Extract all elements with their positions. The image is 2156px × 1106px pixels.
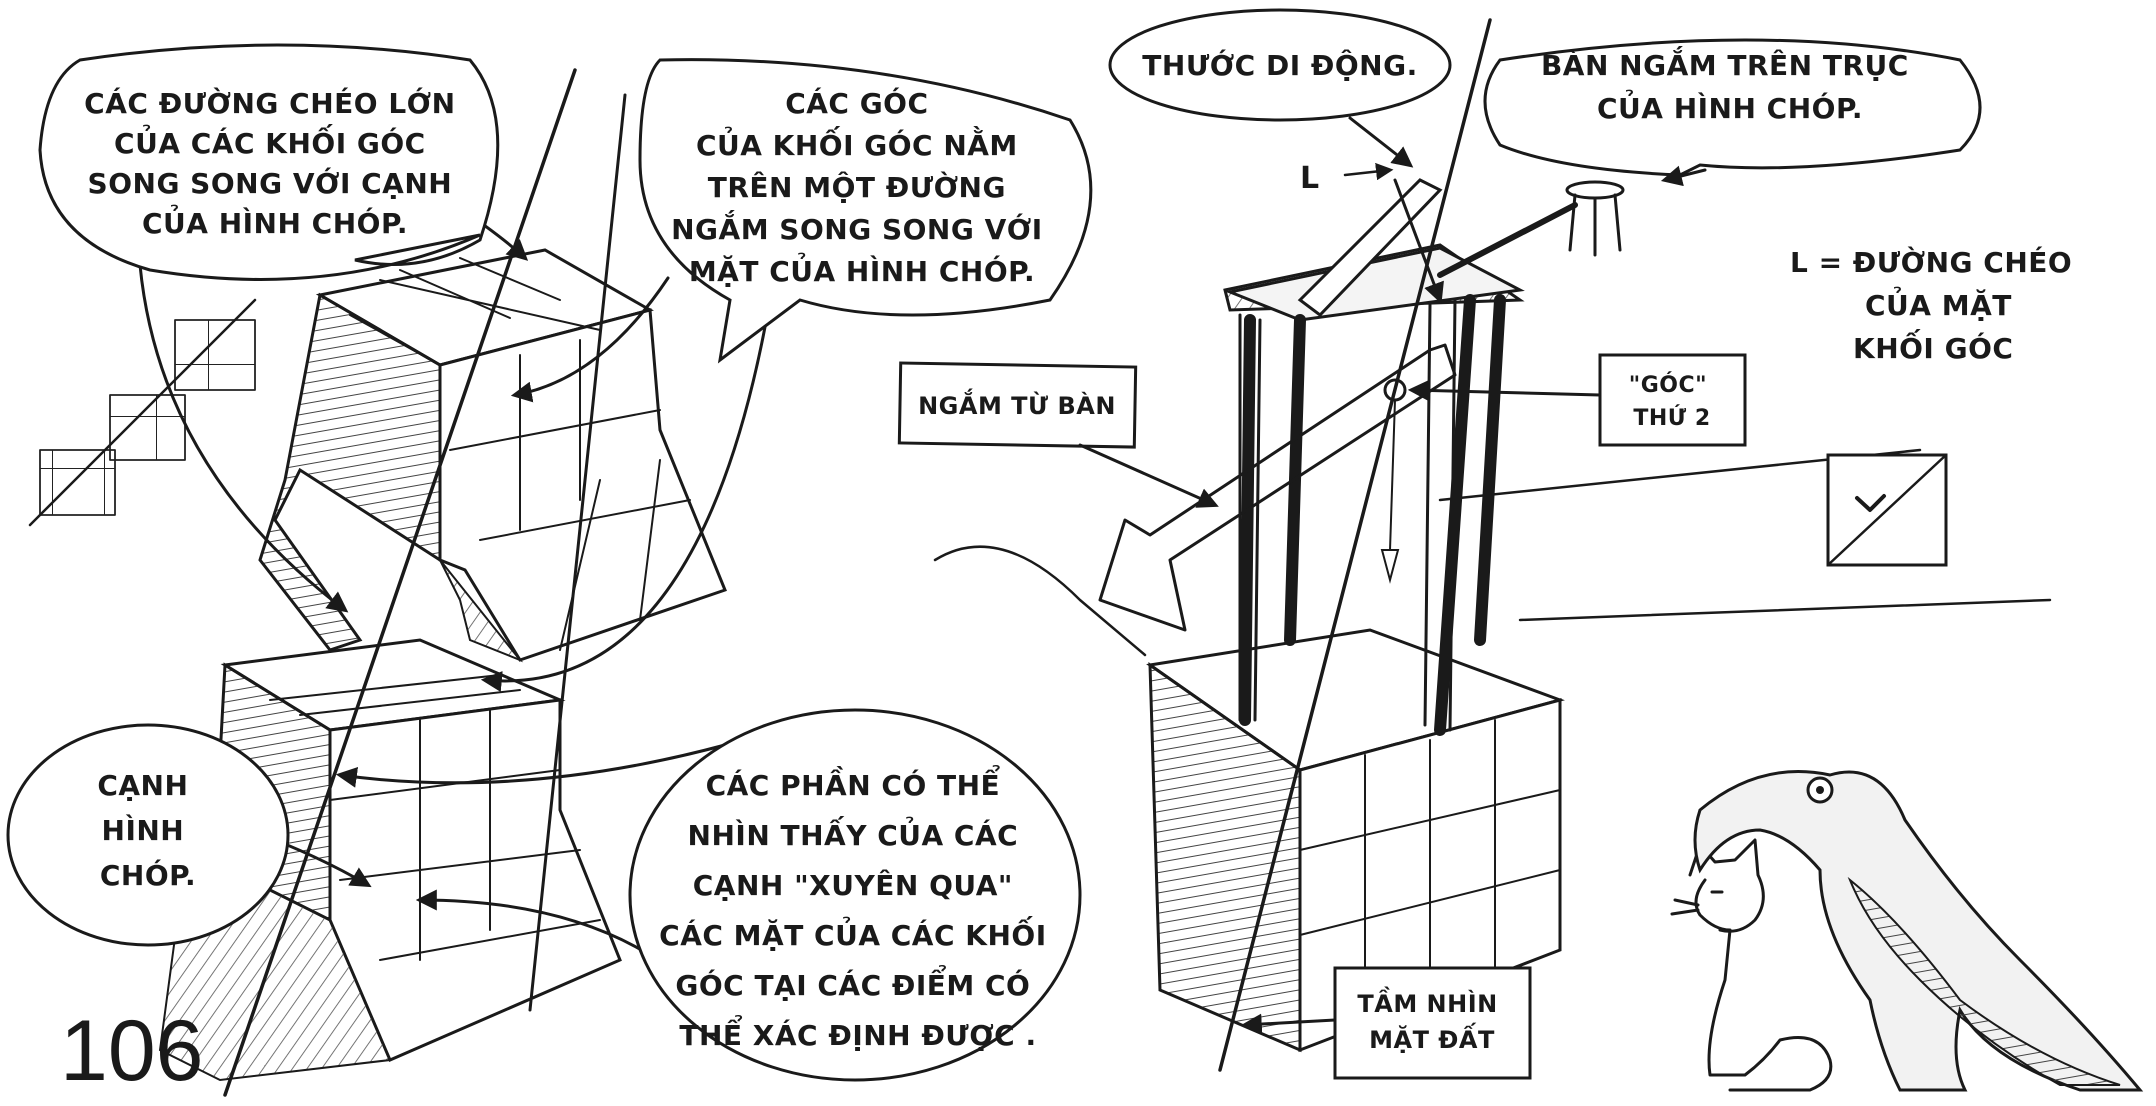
box-sight-from-table-text: NGẮM TỪ BÀN bbox=[918, 387, 1116, 420]
note-L-text: L = ĐƯỜNG CHÉO CỦA MẶT KHỐI GÓC bbox=[1790, 245, 2082, 365]
bubble-diagonals-shape bbox=[40, 45, 498, 279]
page-number: 106 bbox=[60, 1003, 204, 1099]
bubble-edge-text: CẠNH HÌNH CHÓP. bbox=[97, 769, 198, 892]
label-L: L bbox=[1300, 161, 1320, 196]
checkbox-square bbox=[1828, 455, 1946, 565]
bird-figure bbox=[1695, 772, 2140, 1090]
small-grid-sketch bbox=[30, 300, 255, 525]
box-ground-view bbox=[1335, 968, 1530, 1078]
left-panel-drawing: CÁC ĐƯỜNG CHÉO LỚN CỦA CÁC KHỐI GÓC SONG… bbox=[8, 45, 1091, 1099]
bubble-ruler-text: THƯỚC DI ĐỘNG. bbox=[1142, 48, 1417, 82]
cat-figure bbox=[1672, 840, 1831, 1090]
ground-line bbox=[935, 547, 1145, 655]
horizon-lines bbox=[1440, 450, 2050, 620]
box-second-corner bbox=[1600, 355, 1745, 445]
